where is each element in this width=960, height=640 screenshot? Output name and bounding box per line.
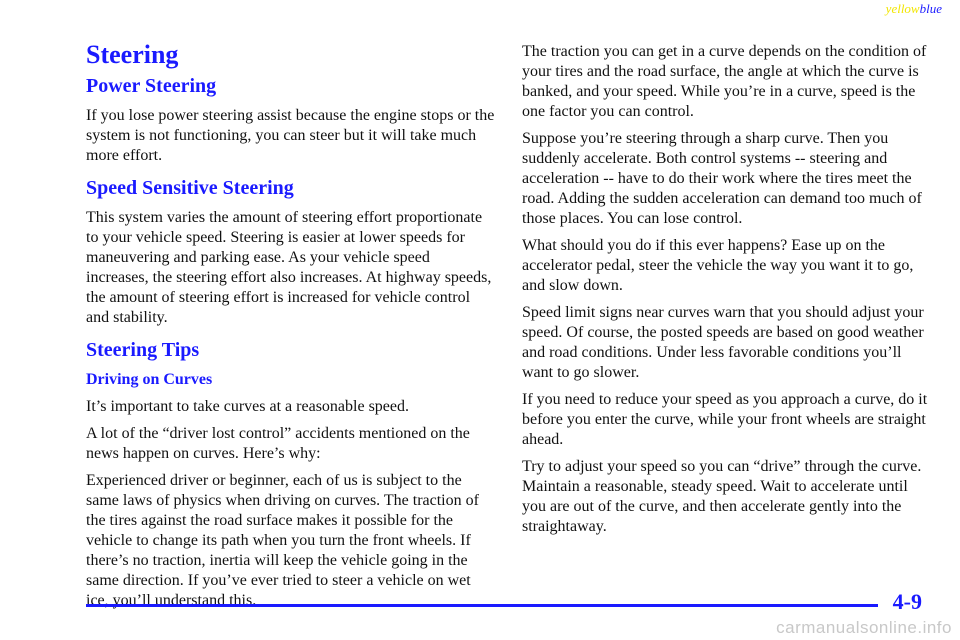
right-column: The traction you can get in a curve depe… bbox=[522, 42, 932, 544]
page-number: 4-9 bbox=[892, 589, 922, 614]
paragraph-speed-limit-signs: Speed limit signs near curves warn that … bbox=[522, 304, 924, 381]
section-heading-power-steering: Power Steering bbox=[86, 75, 217, 97]
page-title: Steering bbox=[86, 40, 179, 69]
paragraph-sharp-curve: Suppose you’re steering through a sharp … bbox=[522, 130, 922, 227]
paragraph-drive-through: Try to adjust your speed so you can “dri… bbox=[522, 458, 922, 535]
left-column: Steering Power Steering If you lose powe… bbox=[86, 40, 496, 618]
blue-tag-label: blue bbox=[919, 1, 942, 16]
paragraph-traction: The traction you can get in a curve depe… bbox=[522, 43, 927, 120]
paragraph-curves-2: A lot of the “driver lost control” accid… bbox=[86, 425, 470, 462]
color-proof-tag: yellowblue bbox=[886, 1, 942, 17]
section-heading-speed-sensitive: Speed Sensitive Steering bbox=[86, 177, 294, 199]
yellow-tag-label: yellow bbox=[885, 1, 920, 16]
paragraph-speed-sensitive: This system varies the amount of steerin… bbox=[86, 209, 492, 326]
footer-rule bbox=[86, 604, 878, 607]
paragraph-curves-1: It’s important to take curves at a reaso… bbox=[86, 398, 409, 415]
subheading-driving-on-curves: Driving on Curves bbox=[86, 371, 213, 388]
paragraph-what-to-do: What should you do if this ever happens?… bbox=[522, 237, 914, 294]
paragraph-reduce-speed: If you need to reduce your speed as you … bbox=[522, 391, 928, 448]
watermark: carmanualsonline.info bbox=[776, 618, 952, 637]
paragraph-curves-3: Experienced driver or beginner, each of … bbox=[86, 472, 479, 609]
section-heading-steering-tips: Steering Tips bbox=[86, 339, 200, 361]
paragraph-power-steering: If you lose power steering assist becaus… bbox=[86, 107, 495, 164]
